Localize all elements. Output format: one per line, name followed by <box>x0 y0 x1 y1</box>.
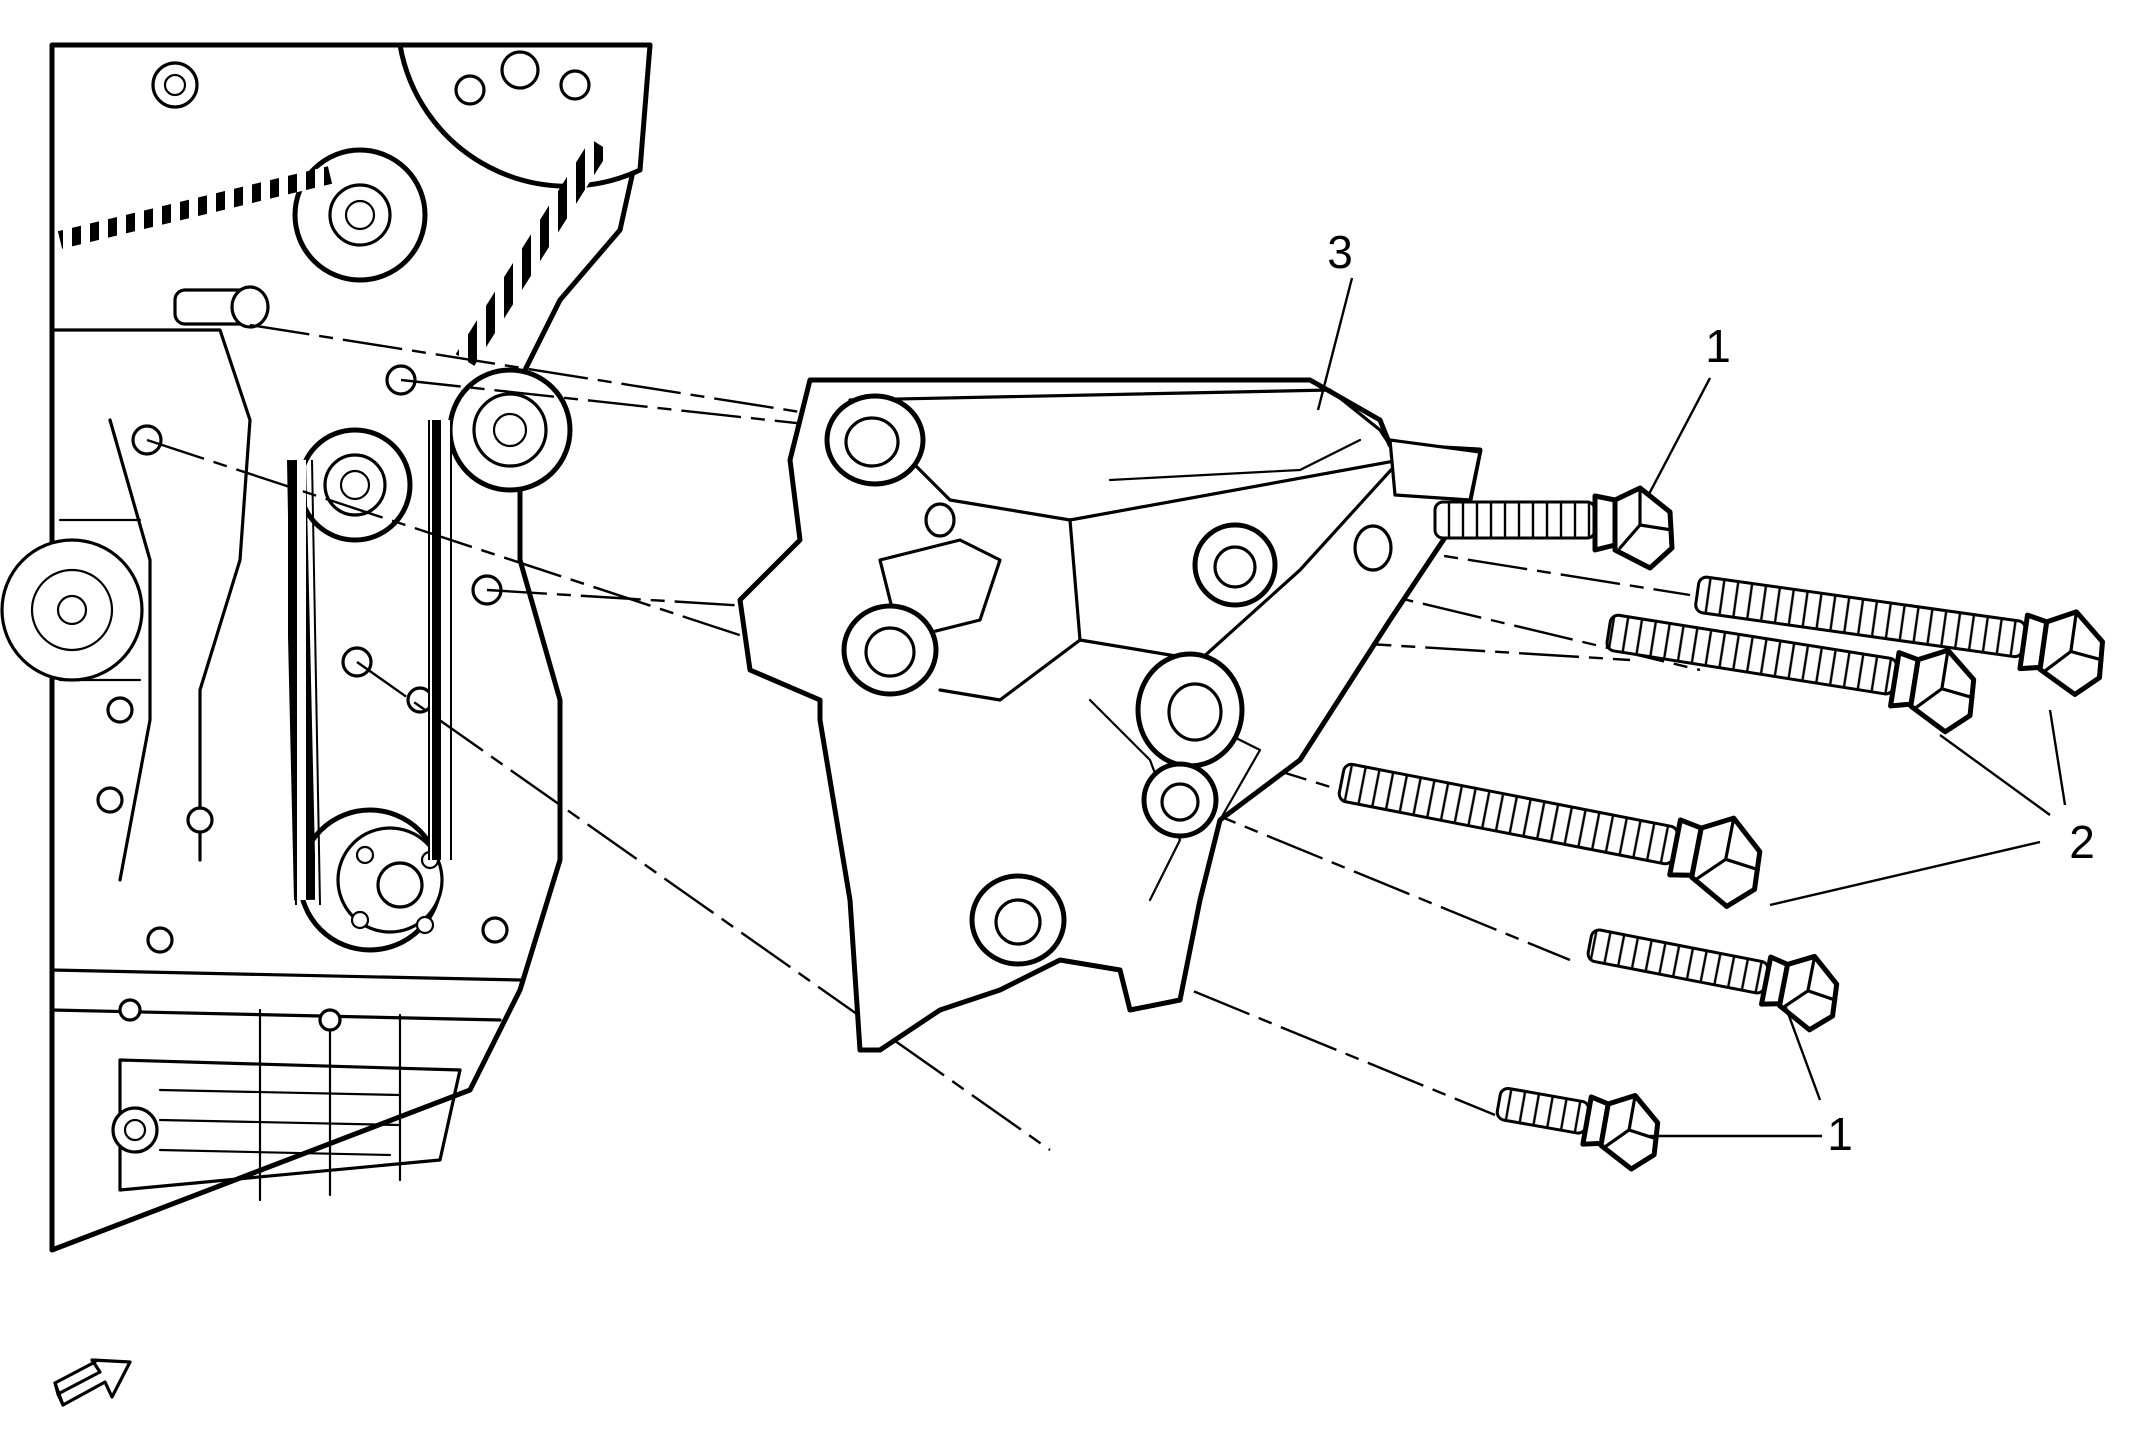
callout-bracket: 3 <box>1327 226 1353 278</box>
leader-lines <box>1316 277 2067 1138</box>
bolt-long-middle <box>1605 613 1977 735</box>
bolt-short-lower <box>1495 1086 1661 1172</box>
bracket-hole-right-upper <box>1192 522 1278 608</box>
callout-bolt-short-lower: 1 <box>1827 1108 1853 1160</box>
bracket-hole-upper-left <box>824 393 926 487</box>
bolt-short-upper <box>1433 485 1675 571</box>
callout-bolt-short-upper: 1 <box>1705 320 1731 372</box>
bolt-medium-right <box>1586 928 1840 1033</box>
bracket-hole-right-lower <box>1141 761 1219 839</box>
mounting-bracket <box>737 377 1483 1053</box>
callout-bolts-long: 2 <box>2069 816 2095 868</box>
bracket-hole-lower-left <box>969 873 1067 967</box>
bolt-long-lower <box>1337 762 1763 909</box>
front-arrow-icon <box>53 1358 132 1407</box>
bolt-long-upper <box>1694 575 2105 697</box>
bracket-hole-middle-left <box>841 603 939 697</box>
bracket-hole-right-center <box>1135 651 1245 769</box>
engine-block <box>0 42 653 1253</box>
bracket-hole-top-right <box>1353 524 1393 572</box>
